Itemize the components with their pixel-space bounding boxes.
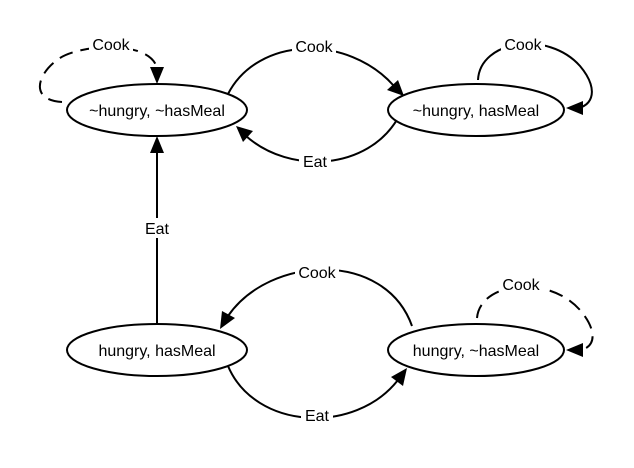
arrowhead-s4-self <box>566 343 583 357</box>
arrowhead-s3-to-s4 <box>391 368 407 386</box>
svg-text:Cook: Cook <box>295 39 333 56</box>
edge-s2-self-loop <box>477 42 593 110</box>
svg-text:Cook: Cook <box>502 277 540 294</box>
state-s1: ~hungry, ~hasMeal <box>66 83 248 137</box>
edge-label-s1-to-s2: Cook <box>292 36 336 56</box>
svg-text:Eat: Eat <box>305 408 330 425</box>
edge-label-s3-to-s4: Eat <box>301 405 333 425</box>
state-label: hungry, ~hasMeal <box>413 343 539 360</box>
edge-s4-self-loop <box>476 285 594 352</box>
edge-label-s3-to-s1: Eat <box>141 218 173 238</box>
edge-label-s1-self: Cook <box>89 34 133 54</box>
state-label: hungry, hasMeal <box>98 343 215 360</box>
arrowhead-s2-to-s1 <box>236 126 253 142</box>
state-label: ~hungry, ~hasMeal <box>89 103 225 120</box>
svg-text:Cook: Cook <box>92 37 130 54</box>
arrowhead-s1-to-s2 <box>387 80 404 96</box>
state-label: ~hungry, hasMeal <box>413 103 539 120</box>
edge-label-s2-to-s1: Eat <box>299 151 331 171</box>
edge-label-s2-self: Cook <box>501 34 545 54</box>
svg-text:Cook: Cook <box>504 37 542 54</box>
svg-text:Cook: Cook <box>298 265 336 282</box>
state-s3: hungry, hasMeal <box>66 323 248 377</box>
arrowhead-s2-self <box>566 101 583 115</box>
state-s4: hungry, ~hasMeal <box>387 323 565 377</box>
edge-label-s4-to-s3: Cook <box>295 262 339 282</box>
edge-label-s4-self: Cook <box>499 274 543 294</box>
arrowhead-s3-to-s1 <box>150 136 164 153</box>
edge-s1-self-loop <box>39 46 158 103</box>
arrowhead-s1-self <box>150 67 164 84</box>
state-s2: ~hungry, hasMeal <box>387 83 565 137</box>
svg-text:Eat: Eat <box>145 221 170 238</box>
svg-text:Eat: Eat <box>303 154 328 171</box>
arrowhead-s4-to-s3 <box>220 311 235 329</box>
